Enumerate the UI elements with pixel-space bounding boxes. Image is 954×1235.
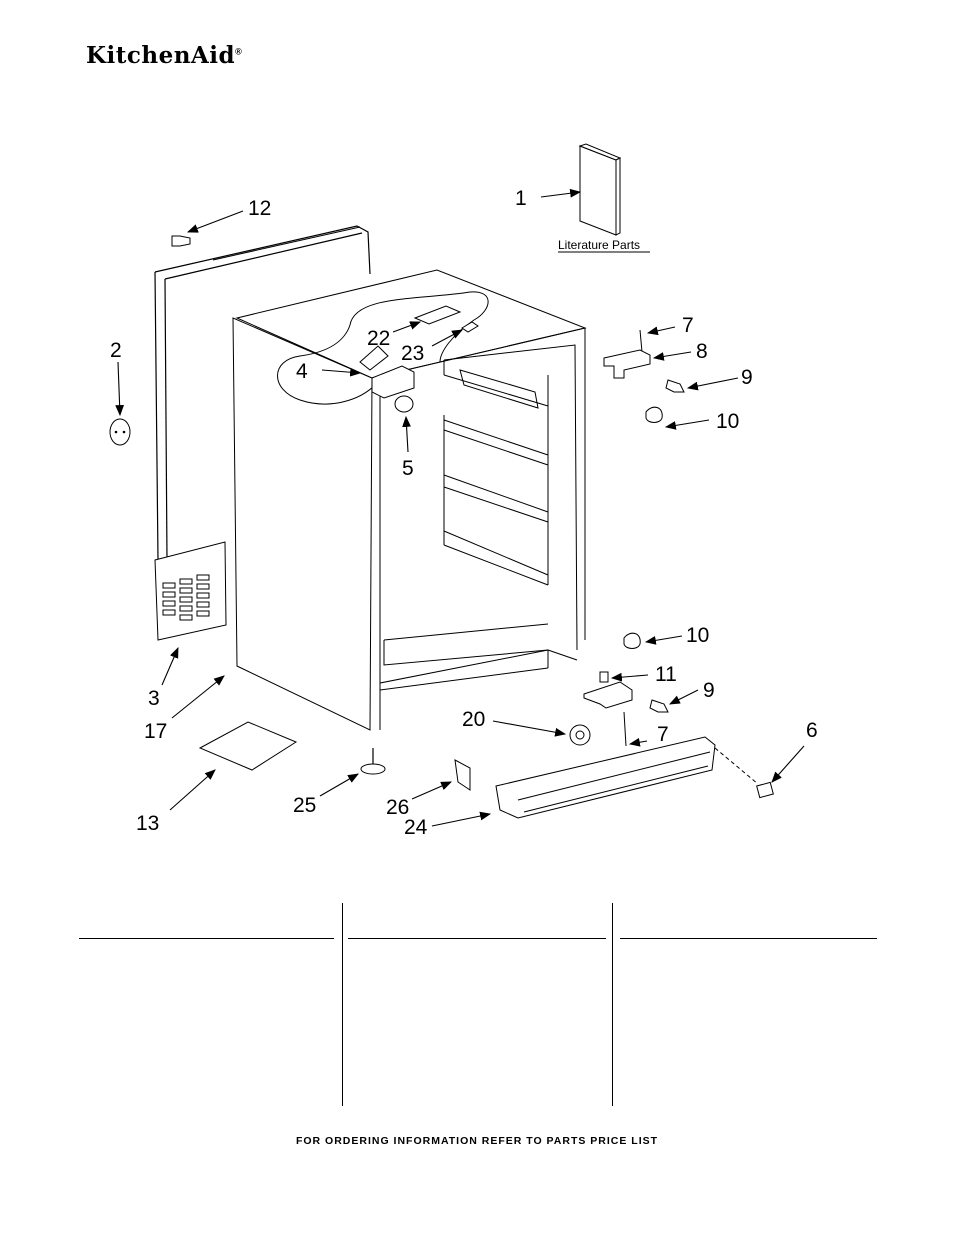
table-header-rule-1	[79, 938, 334, 939]
top-hinge	[603, 349, 651, 379]
callout-2: 2	[110, 339, 122, 362]
light-socket	[359, 345, 389, 371]
callout-arrows	[115, 188, 805, 827]
door-stop-top	[645, 406, 663, 423]
callout-13: 13	[136, 812, 159, 835]
callout-23: 23	[401, 342, 424, 365]
callout-7b: 7	[657, 723, 669, 746]
hinge-screw-top	[665, 379, 685, 393]
cabinet	[232, 269, 587, 731]
plug-button	[109, 418, 131, 446]
callout-7a: 7	[682, 314, 694, 337]
ordering-footer: FOR ORDERING INFORMATION REFER TO PARTS …	[295, 1135, 659, 1147]
callout-11: 11	[655, 663, 677, 686]
callout-26: 26	[386, 796, 409, 819]
callout-20: 20	[462, 708, 485, 731]
table-column-divider-1	[342, 903, 343, 1106]
literature-booklet	[578, 143, 622, 236]
fan	[569, 724, 591, 746]
callout-24: 24	[404, 816, 428, 839]
callout-9b: 9	[703, 679, 715, 702]
bracket	[454, 759, 471, 791]
table-header-rule-3	[620, 938, 877, 939]
toe-grille	[495, 736, 716, 819]
leveling-leg	[360, 763, 386, 775]
callout-8: 8	[696, 340, 708, 363]
literature-parts-label: Literature Parts	[558, 238, 640, 252]
callout-5: 5	[402, 457, 414, 480]
drain-pan	[198, 721, 298, 771]
parts-diagram: Literature Parts	[109, 143, 818, 839]
hinge-screw-bottom	[649, 699, 669, 713]
callout-3: 3	[148, 687, 160, 710]
screw-top	[171, 235, 191, 247]
brand-name: KitchenAid	[86, 42, 236, 69]
callout-1: 1	[515, 187, 527, 210]
callout-12: 12	[248, 197, 271, 220]
kitchenaid-logo: KitchenAid®	[86, 42, 242, 69]
back-panel	[154, 225, 371, 561]
callout-22: 22	[367, 327, 390, 350]
table-column-divider-2	[612, 903, 613, 1106]
sensor	[461, 321, 479, 333]
clip	[756, 781, 774, 799]
table-header-rule-2	[348, 938, 606, 939]
callout-25: 25	[293, 794, 316, 817]
hinge-pin	[599, 671, 609, 683]
light-bracket	[371, 365, 415, 399]
door-stop-bottom	[623, 632, 641, 649]
bottom-hinge	[583, 681, 633, 709]
callout-10b: 10	[686, 624, 709, 647]
callout-6: 6	[806, 719, 818, 742]
callout-10a: 10	[716, 410, 739, 433]
callout-labels: 1 2 3 4 5 6 7 7 8 9 9 10 10 11 12 13 17 …	[110, 187, 818, 839]
callout-4: 4	[296, 360, 308, 383]
wire-harness	[277, 291, 489, 405]
knob	[394, 395, 414, 413]
callout-9a: 9	[741, 366, 753, 389]
callout-17: 17	[144, 720, 167, 743]
rear-grille	[154, 541, 227, 641]
thermostat-bracket	[413, 305, 462, 325]
registered-mark: ®	[235, 46, 243, 57]
